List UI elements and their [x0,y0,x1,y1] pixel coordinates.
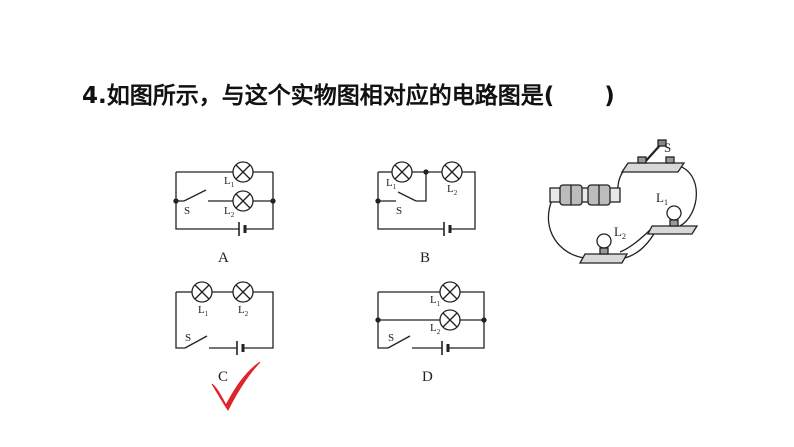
label-physical-l2: L2 [614,224,626,241]
bulb-l1-icon [646,205,699,235]
lamp-icon [232,161,254,183]
label-b-switch: S [396,205,402,217]
label-a-switch: S [184,205,190,217]
physical-circuit [547,139,699,264]
checkmark-icon [211,361,261,411]
label-physical-l1: L1 [656,190,668,207]
label-c-switch: S [185,332,191,344]
knife-switch-icon [620,139,686,173]
circuit-a [173,161,276,236]
switch-icon [184,335,208,349]
label-d-l1: L1 [430,294,441,308]
bulb-l2-icon [578,233,629,264]
option-letter-c: C [218,369,228,385]
question-text: 4.如图所示，与这个实物图相对应的电路图是() [82,76,615,110]
question-close-paren: ) [604,83,615,109]
label-d-l2: L2 [430,322,441,336]
lamp-icon [439,281,461,303]
option-letter-d: D [422,369,433,385]
lamp-icon [232,281,254,303]
question-stem: 4.如图所示，与这个实物图相对应的电路图是( [82,83,555,109]
switch-icon [397,191,417,202]
circuit-c [175,281,274,355]
label-b-l2: L2 [447,183,458,197]
label-a-l1: L1 [224,175,235,189]
switch-icon [387,335,411,349]
circuit-b [375,161,476,236]
lamp-icon [441,161,463,183]
option-letter-b: B [420,250,430,266]
label-a-l2: L2 [224,205,235,219]
switch-icon [183,189,207,202]
circuit-d [375,281,487,355]
label-c-l2: L2 [238,304,249,318]
label-b-l1: L1 [386,177,397,191]
label-physical-switch: S [664,140,671,155]
option-letter-a: A [218,250,229,266]
battery-icon [549,184,621,206]
label-d-switch: S [388,332,394,344]
label-c-l1: L1 [198,304,209,318]
